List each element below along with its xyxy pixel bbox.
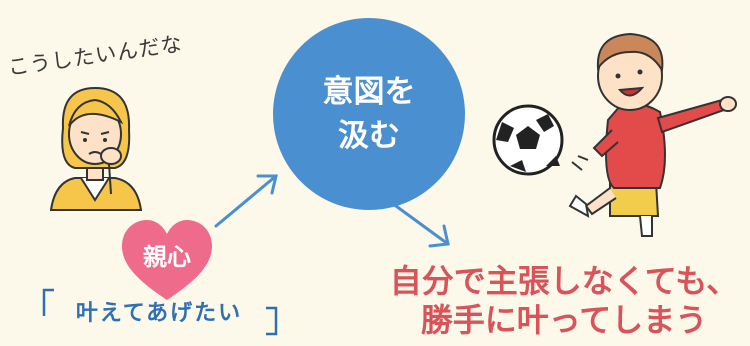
thinking-parent-illustration [49, 86, 143, 211]
result-text: 自分で主張しなくても、 勝手に叶ってしまう [378, 262, 750, 340]
child-kicking-ball-illustration [492, 32, 737, 237]
soccer-ball-icon [492, 104, 564, 176]
result-line-2: 勝手に叶ってしまう [420, 301, 708, 339]
quote-text: 叶えてあげたい [75, 301, 243, 326]
result-line-1: 自分で主張しなくても、 [389, 262, 739, 300]
heart-shape [122, 220, 212, 300]
intent-circle-label: 意図を 汲む [322, 74, 416, 154]
intent-circle: 意図を 汲む [273, 18, 465, 210]
quote-brackets [42, 288, 278, 336]
arrow-to-circle [214, 174, 278, 228]
heart-label: 親心 [143, 243, 191, 271]
